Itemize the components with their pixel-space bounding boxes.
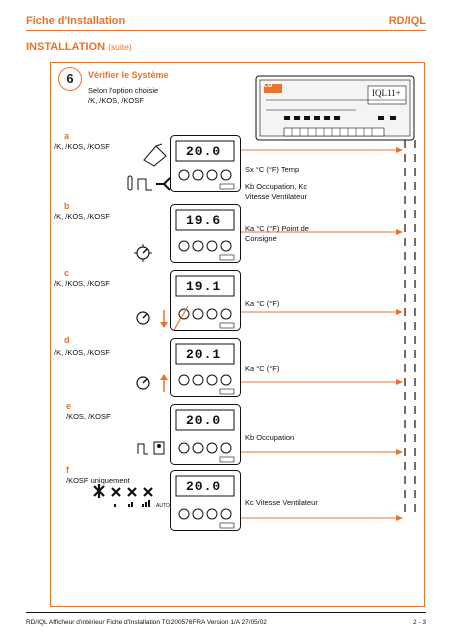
display-e-value: 20.0	[186, 413, 222, 428]
step-line-2: /K, /KOS, /KOSF	[88, 96, 144, 105]
thermostat-display-b	[170, 204, 241, 263]
row-b-label-1: Ka °C (°F) Point de	[245, 224, 309, 233]
fan-auto-label: AUTO	[156, 503, 170, 509]
setpoint-down-icon	[136, 310, 168, 328]
row-a-letter: a	[64, 131, 70, 141]
fan-speed-icons	[93, 484, 153, 507]
header-doc-code: RD/IQL	[388, 15, 426, 27]
header-title: Fiche d'Installation	[26, 15, 126, 27]
page-number: 2 - 3	[412, 619, 426, 626]
row-b-label-2: Consigne	[245, 234, 277, 243]
step-number: 6	[58, 67, 82, 91]
thermostat-display-f	[170, 470, 241, 531]
section-title-text: INSTALLATION	[26, 41, 106, 53]
row-f-options: /KOSF uniquement	[66, 476, 130, 485]
display-c-value: 19.1	[186, 279, 222, 294]
step-line-1: Selon l'option choisie	[88, 86, 159, 95]
sensor-occupancy-fan-icons	[127, 175, 171, 191]
setpoint-dial-icon	[134, 244, 152, 262]
section-subtitle: (suite)	[108, 42, 132, 52]
row-a-label-3: Vitesse Ventilateur	[245, 192, 307, 201]
row-a-label-1: Sx °C (°F) Temp	[245, 165, 300, 174]
display-d-value: 20.1	[186, 347, 222, 362]
row-f-label-1: Kc Vitesse Ventilateur	[245, 498, 318, 507]
display-f-value: 20.0	[186, 479, 222, 494]
row-b-options: /K, /KOS, /KOSF	[54, 212, 110, 221]
row-d-label-1: Ka °C (°F)	[245, 364, 280, 373]
device-model: IQL11+	[372, 88, 401, 98]
thermostat-display-e	[170, 404, 241, 465]
thermostat-display-d	[170, 338, 241, 397]
section-title: INSTALLATION (suite)	[26, 41, 132, 53]
device-brand: TCD	[260, 83, 273, 89]
down-arrow-indicator	[173, 305, 189, 331]
row-c-options: /K, /KOS, /KOSF	[54, 279, 110, 288]
hand-touch-icon	[143, 143, 167, 167]
occupancy-icon	[137, 441, 165, 455]
row-f-letter: f	[66, 465, 69, 475]
header-rule	[26, 30, 426, 31]
row-a-label-2: Kb Occupation, Kc	[245, 182, 308, 191]
row-d-options: /K, /KOS, /KOSF	[54, 348, 110, 357]
row-e-label-1: Kb Occupation	[245, 433, 295, 442]
device-illustration	[255, 75, 415, 141]
instruction-frame	[50, 62, 425, 607]
row-a-options: /K, /KOS, /KOSF	[54, 142, 110, 151]
display-a-value: 20.0	[186, 144, 222, 159]
setpoint-up-icon	[136, 374, 168, 392]
step-title: Vérifier le Système	[88, 70, 169, 80]
display-b-value: 19.6	[186, 213, 222, 228]
row-d-letter: d	[64, 335, 70, 345]
thermostat-display-c	[170, 270, 241, 331]
row-e-letter: e	[66, 401, 72, 411]
footer-text: RD/IQL Afficheur d'intérieur Fiche d'Ins…	[26, 619, 267, 626]
footer-rule	[26, 612, 426, 613]
row-e-options: /KOS, /KOSF	[66, 412, 111, 421]
row-c-label-1: Ka °C (°F)	[245, 299, 280, 308]
thermostat-display-a	[170, 135, 241, 192]
row-c-letter: c	[64, 268, 70, 278]
row-b-letter: b	[64, 201, 70, 211]
